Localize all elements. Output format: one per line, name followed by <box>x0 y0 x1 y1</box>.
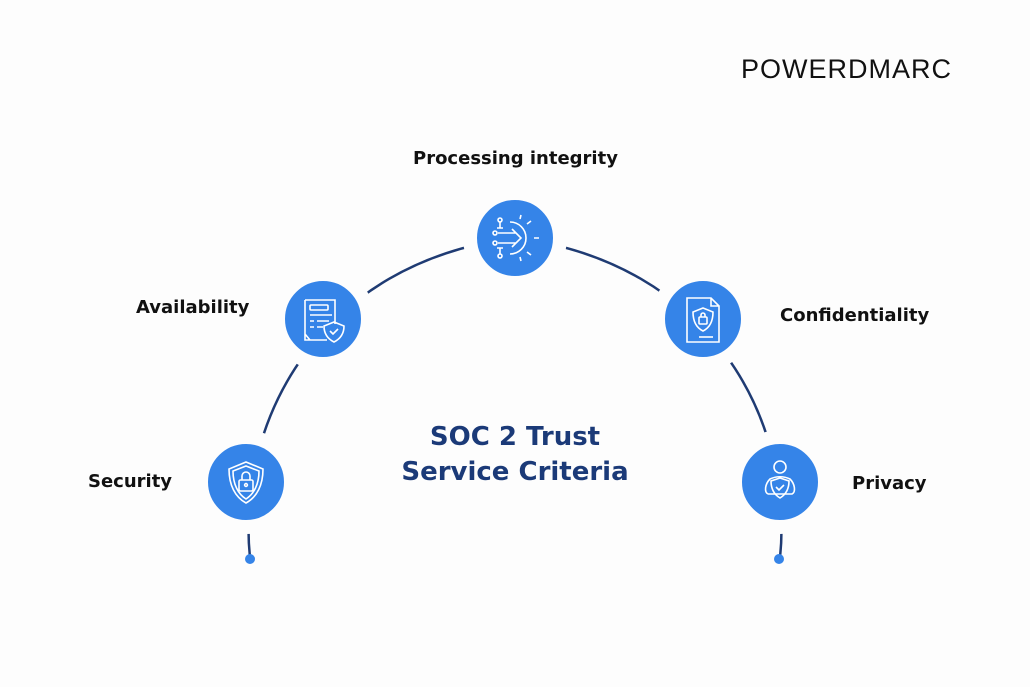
label-privacy: Privacy <box>852 473 927 494</box>
title-line-1: SOC 2 Trust <box>429 422 601 452</box>
shield-lock-icon <box>228 461 264 504</box>
powerdmarc-logo: POWERDMARC <box>741 54 952 84</box>
arc-end-dot-right <box>774 554 784 564</box>
document-lock-icon <box>686 297 720 343</box>
arc-end-dot-left <box>245 554 255 564</box>
privacy-node <box>728 430 832 534</box>
confidentiality-node <box>651 267 755 371</box>
security-node <box>194 430 298 534</box>
label-security: Security <box>88 471 173 492</box>
person-shield-icon <box>764 460 796 499</box>
diagram-title: SOC 2 Trust Service Criteria <box>360 420 670 490</box>
label-processing-integrity: Processing integrity <box>413 148 618 169</box>
label-availability: Availability <box>136 297 250 318</box>
title-line-2: Service Criteria <box>401 457 629 487</box>
document-shield-icon <box>304 299 345 343</box>
processing-integrity-node <box>463 186 567 290</box>
availability-node <box>271 267 375 371</box>
gear-circuit-icon <box>492 214 539 262</box>
label-confidentiality: Confidentiality <box>780 305 930 326</box>
